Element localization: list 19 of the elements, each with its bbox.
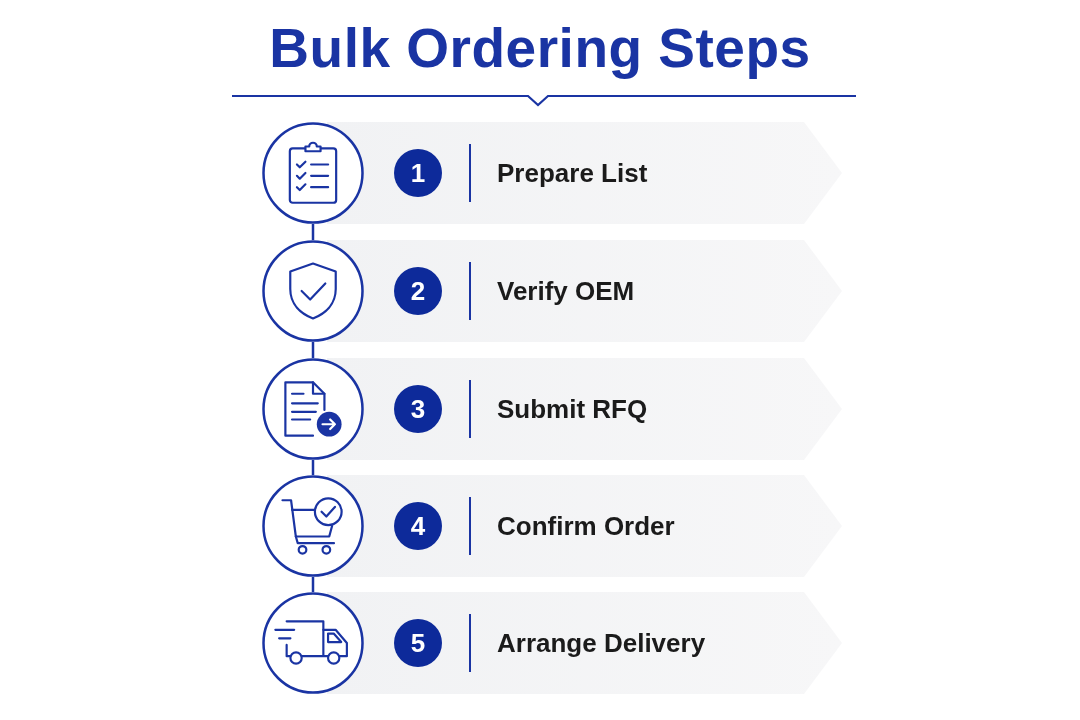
icon-circle [262, 475, 364, 577]
connector-line [311, 342, 315, 358]
title: Bulk Ordering Steps [269, 16, 811, 80]
chevron-banner [327, 358, 842, 460]
connector-line [311, 577, 315, 592]
chevron-banner [327, 240, 842, 342]
step-label: Prepare List [497, 157, 648, 189]
step-label: Confirm Order [497, 510, 675, 542]
chevron-banner [327, 122, 842, 224]
chevron-banner [327, 475, 842, 577]
connector-line [311, 460, 315, 475]
step-label: Submit RFQ [497, 393, 648, 425]
icon-circle [262, 122, 364, 224]
step-label: Arrange Delivery [497, 627, 706, 659]
chevron-banner [327, 592, 842, 694]
connector-line [311, 224, 315, 240]
icon-circle [262, 592, 364, 694]
icon-circle [262, 240, 364, 342]
step-label: Verify OEM [497, 275, 635, 307]
